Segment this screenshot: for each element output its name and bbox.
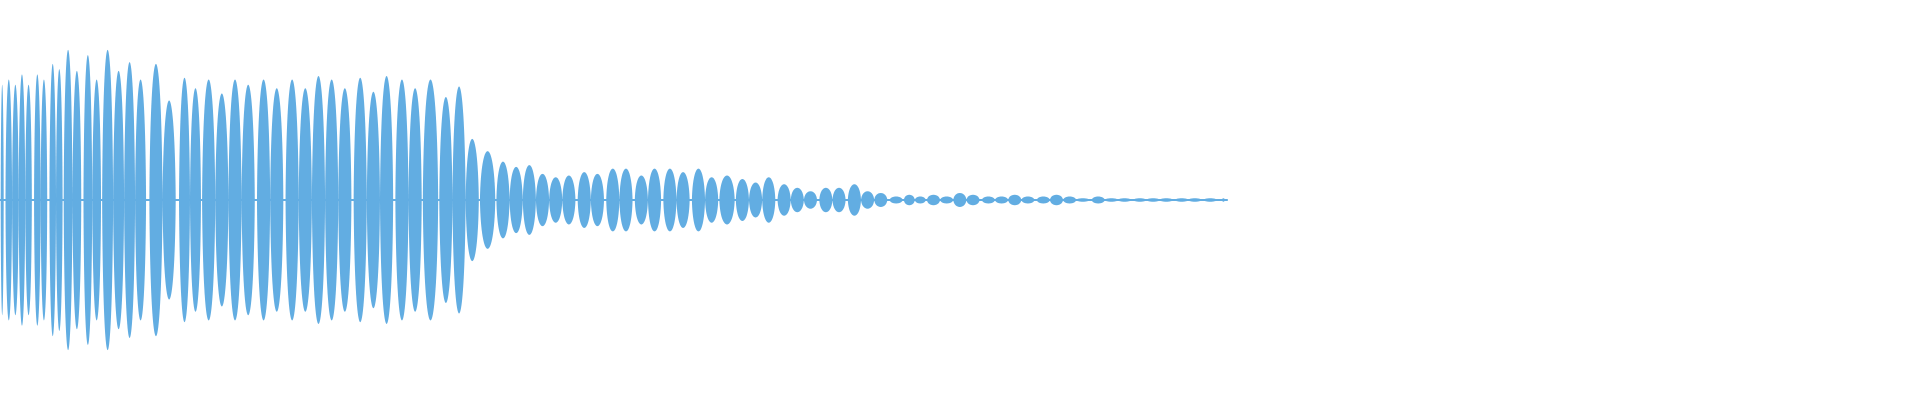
waveform-peak <box>40 79 48 321</box>
waveform-peak <box>135 79 147 321</box>
waveform-peak <box>1188 198 1202 202</box>
waveform-peak <box>647 168 662 232</box>
waveform-peak <box>63 49 73 351</box>
waveform-peak <box>522 165 536 235</box>
waveform-peak <box>562 175 576 225</box>
waveform-peak <box>606 168 620 232</box>
waveform-peak <box>1221 198 1225 202</box>
waveform-peak <box>577 172 591 228</box>
waveform-peak <box>790 187 804 213</box>
waveform-peak <box>422 79 439 321</box>
waveform-peak <box>509 166 523 234</box>
waveform-peak <box>379 76 394 324</box>
waveform-peak <box>34 74 41 326</box>
waveform-peak <box>25 84 32 316</box>
waveform-peak <box>311 76 326 324</box>
waveform-peak <box>72 70 82 330</box>
waveform-peak <box>940 196 954 204</box>
waveform-peak <box>966 194 980 206</box>
waveform-peak <box>847 184 861 216</box>
waveform-peak <box>1117 198 1132 202</box>
waveform-peak <box>981 196 995 204</box>
waveform-peak <box>92 79 102 321</box>
waveform-peak <box>285 79 299 321</box>
waveform-peak <box>861 191 875 209</box>
waveform-peak <box>953 193 967 207</box>
waveform-peak <box>819 187 833 213</box>
waveform-peak <box>994 196 1009 204</box>
waveform-peak <box>914 196 926 204</box>
waveform-peak <box>496 161 510 239</box>
waveform-peak <box>366 91 380 309</box>
waveform-peak <box>215 93 229 307</box>
waveform-peak <box>705 177 719 223</box>
waveform-peak <box>903 194 915 206</box>
waveform-peak <box>590 173 605 227</box>
waveform-peak <box>479 151 496 249</box>
waveform-peak <box>408 88 422 312</box>
waveform-peak <box>762 177 776 223</box>
waveform-peak <box>1063 196 1077 204</box>
waveform-peak <box>298 88 312 312</box>
waveform-peak <box>241 84 255 316</box>
waveform-peak <box>18 74 26 326</box>
waveform-peak <box>634 175 648 225</box>
waveform-peak <box>1076 198 1090 202</box>
waveform-peak <box>49 63 57 337</box>
waveform-peak <box>1133 198 1147 202</box>
waveform-peak <box>83 55 93 345</box>
waveform-peak <box>465 138 479 262</box>
waveform-peak <box>619 168 633 232</box>
waveform-peak <box>256 79 271 321</box>
waveform-peak <box>1104 198 1118 202</box>
waveform-peak <box>452 86 466 314</box>
waveform-peak <box>926 194 941 206</box>
waveform-peak <box>113 70 125 330</box>
waveform-peak <box>325 79 339 321</box>
waveform-peak <box>5 79 13 321</box>
waveform-peak <box>748 182 763 218</box>
waveform-peak <box>1091 196 1105 204</box>
waveform-peak <box>1049 194 1064 206</box>
waveform-peak <box>56 69 63 331</box>
waveform-peak <box>353 77 367 323</box>
waveform-peak <box>179 77 190 323</box>
waveform-peak <box>162 100 176 300</box>
waveform-peak <box>1146 198 1160 202</box>
waveform-peak <box>676 172 690 228</box>
waveform-peak <box>149 63 163 337</box>
waveform-peak <box>439 97 453 303</box>
waveform-peak <box>777 184 791 216</box>
waveform-peak <box>1036 196 1050 204</box>
waveform-peak <box>12 84 19 316</box>
waveform-peak <box>270 88 284 312</box>
waveform-peak <box>1008 194 1022 206</box>
waveform-peak <box>549 177 563 223</box>
waveform-peak <box>832 187 846 213</box>
waveform-peak <box>691 168 706 232</box>
waveform-peak <box>535 173 550 227</box>
waveform-peak <box>189 88 201 312</box>
waveform-peak <box>889 196 903 204</box>
waveform-peak <box>102 49 114 351</box>
waveform-peak <box>874 193 888 207</box>
waveform-peak <box>663 168 677 232</box>
waveform-peak <box>1159 198 1173 202</box>
waveform-peak <box>202 79 216 321</box>
waveform-peak <box>803 191 818 209</box>
waveform-peak <box>1021 196 1035 204</box>
waveform-peaks <box>0 49 1228 351</box>
waveform-peak <box>735 179 749 221</box>
waveform-peak <box>719 175 735 225</box>
waveform-peak <box>1175 198 1189 202</box>
waveform-peak <box>338 88 352 312</box>
waveform-peak <box>0 84 4 316</box>
waveform-peak <box>124 62 136 338</box>
waveform-peak <box>1203 198 1217 202</box>
waveform-peak <box>395 79 409 321</box>
waveform-peak <box>228 79 242 321</box>
